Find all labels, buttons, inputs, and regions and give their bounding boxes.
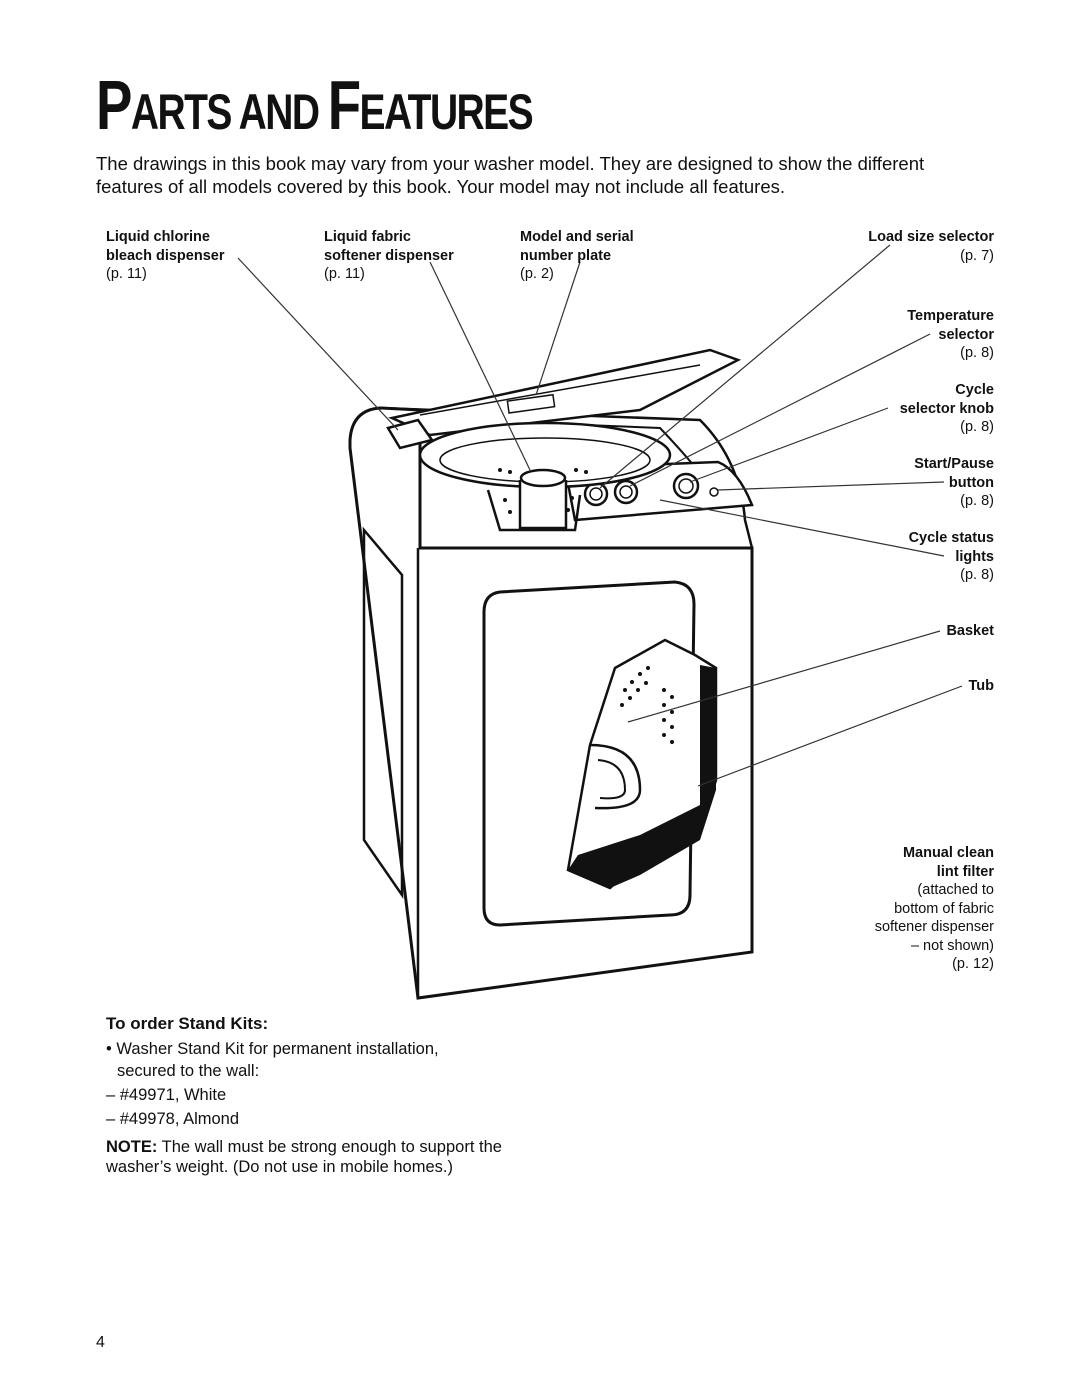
list-item: • Washer Stand Kit for permanent install… bbox=[106, 1040, 439, 1058]
page-number: 4 bbox=[96, 1334, 105, 1351]
stand-kits-heading: To order Stand Kits: bbox=[106, 1014, 269, 1033]
page-title: PARTS AND FEATURES bbox=[96, 66, 534, 144]
list-item: – #49978, Almond bbox=[106, 1110, 240, 1128]
bullet-icon: • bbox=[106, 1040, 112, 1058]
callout-basket: Basket bbox=[946, 623, 994, 639]
note-text: The wall must be strong enough to suppor… bbox=[106, 1138, 502, 1176]
list-item-cont: secured to the wall: bbox=[117, 1062, 260, 1080]
list-item: – #49971, White bbox=[106, 1086, 227, 1104]
note-label: NOTE: bbox=[106, 1138, 158, 1156]
stand-kits-list: • Washer Stand Kit for permanent install… bbox=[106, 1038, 526, 1130]
callout-load-size-selector: Load size selector(p. 7) bbox=[868, 229, 994, 264]
note: NOTE: The wall must be strong enough to … bbox=[106, 1137, 546, 1177]
intro-paragraph: The drawings in this book may vary from … bbox=[96, 153, 925, 197]
callout-tub: Tub bbox=[968, 678, 995, 694]
